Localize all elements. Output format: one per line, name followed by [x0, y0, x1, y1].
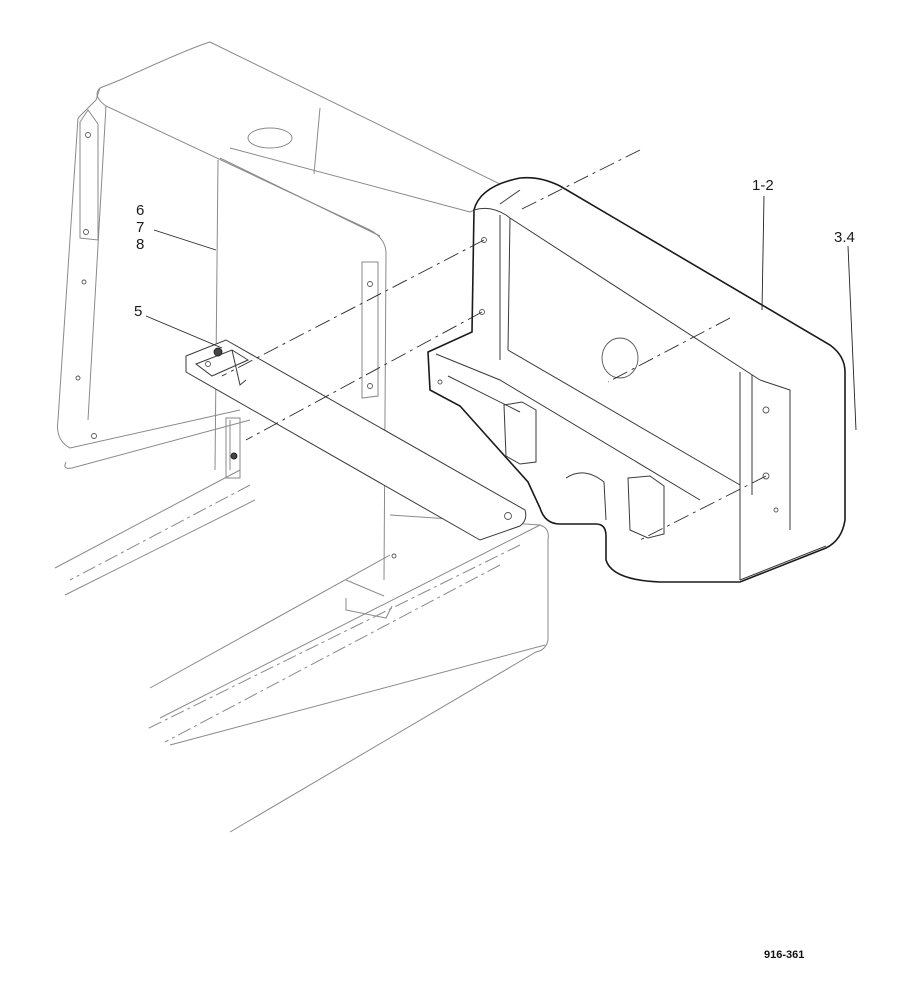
counterweight-housing	[57, 41, 505, 619]
chassis-frame	[54, 469, 549, 833]
leader-lines	[145, 195, 857, 431]
callout-1-2: 1-2	[752, 177, 774, 194]
figure-reference: 916-361	[764, 949, 804, 961]
mounting-plate	[185, 339, 527, 541]
counterweight	[427, 176, 846, 583]
callout-6: 6	[136, 202, 144, 219]
callout-7: 7	[136, 219, 144, 236]
callout-5: 5	[134, 303, 142, 320]
assembly-lines	[221, 149, 767, 541]
callout-8: 8	[136, 236, 144, 253]
callout-3-4: 3.4	[834, 229, 855, 246]
